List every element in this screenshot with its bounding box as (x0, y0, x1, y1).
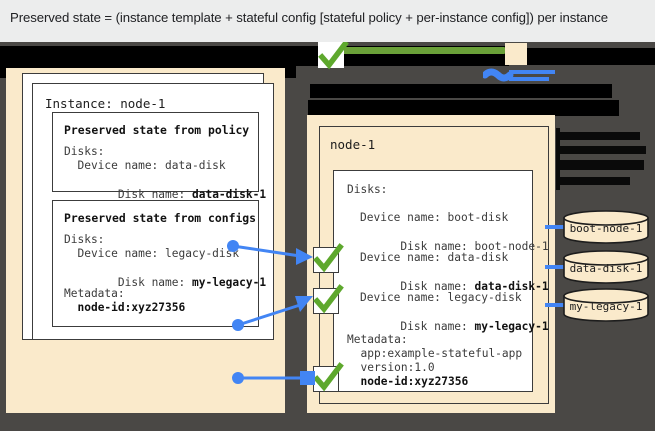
check-icon (313, 362, 344, 392)
preserved-state-from-configs-box: Preserved state from configs Disks: Devi… (52, 200, 266, 327)
policy-disk-name-line: Disk name: data-disk-1 (64, 173, 266, 217)
configs-box-heading: Preserved state from configs (64, 211, 257, 225)
policy-disks-label: Disks: (64, 145, 105, 158)
node-metadata-nodeid-line: node-id:xyz27356 (347, 375, 468, 390)
configs-device-name: Device name: legacy-disk (64, 247, 240, 260)
check-icon (313, 243, 344, 273)
instance-label: Instance: node-1 (45, 96, 166, 111)
node-device-legacy: Device name: legacy-disk (360, 291, 522, 304)
node-diskname-legacy-value: my-legacy-1 (474, 319, 549, 333)
node-metadata-version: version:1.0 (347, 361, 435, 374)
node-disks-label: Disks: (347, 183, 388, 196)
configs-disks-label: Disks: (64, 233, 105, 246)
configs-metadata-value: node-id:xyz27356 (77, 301, 186, 314)
redaction-bar (0, 46, 30, 53)
redaction-bar (0, 46, 320, 66)
arrow-right-icon (300, 371, 315, 385)
node-metadata-nodeid-value: node-id:xyz27356 (360, 375, 469, 388)
disk-cylinder-icon (563, 288, 649, 322)
node-details-box: Disks: Device name: boot-disk Disk name:… (333, 170, 549, 392)
node-metadata-app: app:example-stateful-app (347, 347, 523, 360)
arrow-right-icon (296, 248, 313, 265)
node-title: node-1 (330, 137, 376, 152)
check-icon (318, 40, 349, 70)
preserved-state-from-policy-box: Preserved state from policy Disks: Devic… (52, 112, 266, 201)
tan-accent-box (505, 43, 527, 65)
node-diskname-legacy-prefix: Disk name: (400, 319, 475, 333)
redaction-bar (556, 128, 560, 190)
check-icon (313, 284, 344, 314)
redaction-bar (560, 160, 644, 170)
disk-label: boot-node-1 (569, 222, 643, 235)
redaction-bar (308, 100, 619, 116)
redaction-bar (560, 177, 630, 185)
node-device-boot: Device name: boot-disk (360, 211, 509, 224)
node-diskname-data-line: Disk name: data-disk-1 (360, 265, 549, 309)
node-diskname-data-value: data-disk-1 (474, 279, 549, 293)
policy-disk-name-value: data-disk-1 (191, 187, 267, 201)
configs-metadata-value-line: node-id:xyz27356 (64, 301, 185, 316)
redaction-bar (310, 84, 612, 98)
redaction-bar (527, 48, 655, 65)
node-diskname-boot-value: boot-node-1 (474, 239, 549, 253)
redaction-bar (560, 132, 640, 140)
configs-disk-name-line: Disk name: my-legacy-1 (64, 261, 266, 305)
configs-disk-name-prefix: Disk name: (104, 275, 192, 289)
node-device-data: Device name: data-disk (360, 251, 509, 264)
disk-cylinder-icon (563, 250, 649, 284)
node-diskname-boot-line: Disk name: boot-node-1 (360, 225, 549, 269)
disk-cylinder-icon (563, 210, 649, 244)
configs-disk-name-value: my-legacy-1 (191, 275, 267, 289)
disk-cylinder-data: data-disk-1 (562, 250, 650, 284)
header-band: Preserved state = (instance template + s… (0, 0, 655, 42)
policy-device-name: Device name: data-disk (64, 159, 226, 172)
node-diskname-boot-prefix: Disk name: (400, 239, 475, 253)
green-accent-bar (330, 47, 505, 54)
redaction-bar (560, 146, 646, 154)
disk-label: my-legacy-1 (569, 300, 643, 313)
policy-disk-name-prefix: Disk name: (104, 187, 192, 201)
node-metadata-label: Metadata: (347, 333, 408, 346)
arrow-right-icon (295, 296, 313, 312)
disk-cylinder-boot: boot-node-1 (562, 210, 650, 244)
blue-scribble-annotation (483, 68, 555, 82)
disk-label: data-disk-1 (569, 262, 643, 275)
disk-cylinder-legacy: my-legacy-1 (562, 288, 650, 322)
node-diskname-legacy-line: Disk name: my-legacy-1 (360, 305, 549, 349)
policy-box-heading: Preserved state from policy (64, 123, 250, 137)
node-diskname-data-prefix: Disk name: (400, 279, 475, 293)
configs-metadata-label: Metadata: (64, 287, 125, 300)
page-title: Preserved state = (instance template + s… (10, 10, 608, 25)
